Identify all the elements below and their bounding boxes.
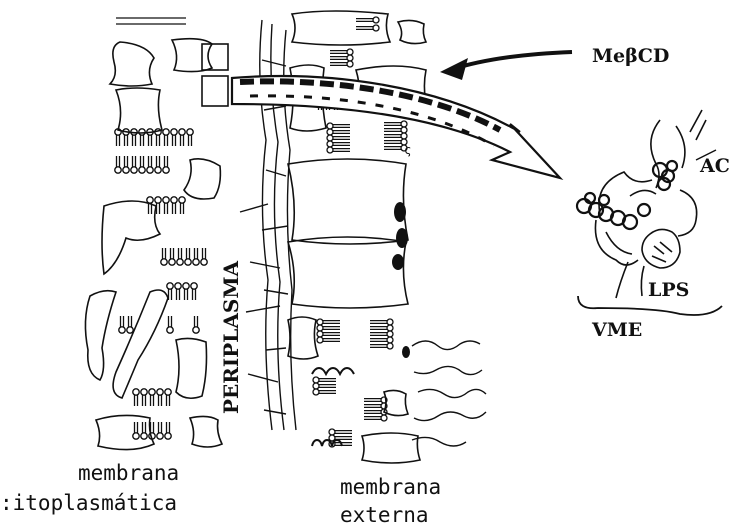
lps-chains: ς xyxy=(312,143,486,446)
mebcd-pointer-arrow xyxy=(440,52,572,80)
label-membrana-citoplasmatica-2: :itoplasmática xyxy=(0,491,177,515)
label-ac: AC xyxy=(699,155,730,177)
protein-squares xyxy=(202,44,228,106)
svg-text:ς: ς xyxy=(404,143,411,157)
cytoplasmic-lipids xyxy=(115,129,207,439)
label-membrana-citoplasmatica-1: membrana xyxy=(78,461,179,485)
label-mebcd: MeβCD xyxy=(592,45,669,67)
labels: MeβCD AC LPS VME PERIPLASMA membrana :it… xyxy=(0,45,730,527)
ac-molecules xyxy=(577,161,677,229)
label-membrana-externa-1: membrana xyxy=(340,475,441,499)
label-membrana-externa-2: externa xyxy=(340,503,429,527)
label-lps: LPS xyxy=(648,279,689,301)
label-vme: VME xyxy=(591,319,642,341)
label-periplasma: PERIPLASMA xyxy=(219,261,243,414)
